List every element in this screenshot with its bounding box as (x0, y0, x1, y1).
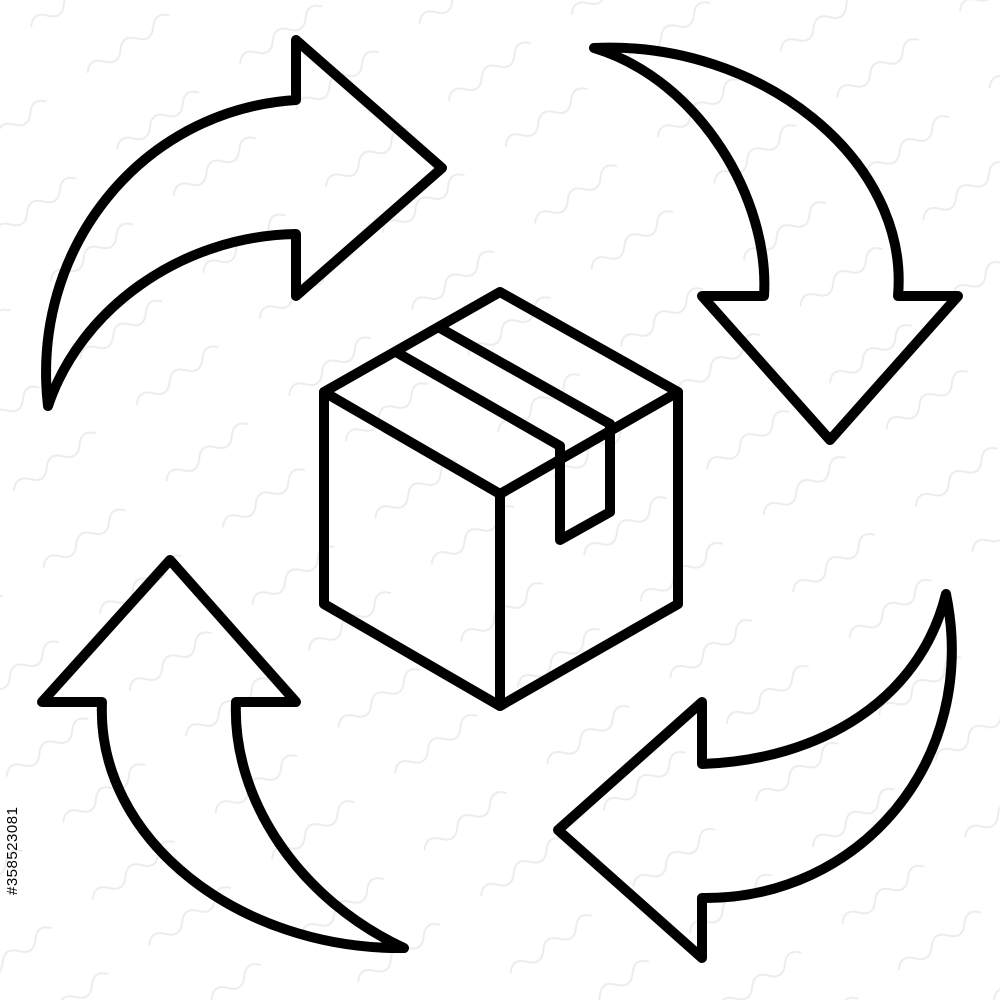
arrow-bottom-left-icon (37, 555, 409, 954)
box-icon (319, 287, 683, 711)
stock-id-label: #358523081 (4, 806, 21, 895)
arrow-bottom-right-icon (553, 589, 957, 963)
arrow-top-right-icon (589, 42, 963, 445)
arrow-top-left-icon (41, 35, 447, 411)
